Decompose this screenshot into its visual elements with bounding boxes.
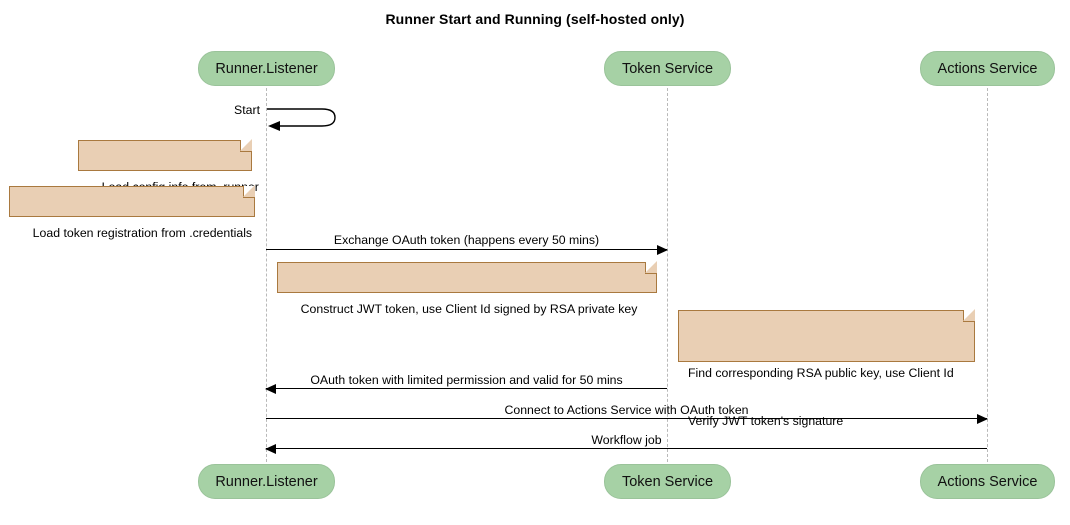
arrowhead-left-icon: [265, 384, 276, 394]
lifeline-runner: [266, 88, 267, 462]
lifeline-actions: [987, 88, 988, 462]
message-label-connect-actions-service: Connect to Actions Service with OAuth to…: [504, 403, 749, 417]
note-load-credentials: Load token registration from .credential…: [9, 185, 255, 240]
page-title: Runner Start and Running (self-hosted on…: [385, 11, 685, 27]
arrowhead-left-icon: [265, 444, 276, 454]
note-fold-icon: [243, 185, 255, 198]
message-label-start: Start: [234, 103, 260, 117]
participant-actions-service-top[interactable]: Actions Service: [920, 51, 1055, 86]
message-workflow-job: [265, 444, 987, 454]
note-verify-jwt: Find corresponding RSA public key, use C…: [678, 309, 975, 428]
note-text-line-2: Verify JWT token's signature: [688, 414, 844, 428]
participant-runner-listener-bottom[interactable]: Runner.Listener: [198, 464, 335, 499]
message-connect-actions-service: [266, 414, 988, 424]
note-fold-icon: [240, 139, 252, 152]
participant-actions-service-bottom[interactable]: Actions Service: [920, 464, 1055, 499]
message-exchange-oauth-token: [266, 245, 668, 255]
participant-label: Token Service: [621, 60, 714, 77]
lifeline-token: [667, 88, 668, 462]
participant-runner-listener-top[interactable]: Runner.Listener: [198, 51, 335, 86]
note-text: Load token registration from .credential…: [32, 226, 253, 240]
arrowhead-right-icon: [657, 245, 668, 255]
participant-token-service-top[interactable]: Token Service: [604, 51, 731, 86]
participant-label: Actions Service: [937, 473, 1038, 490]
participant-label: Runner.Listener: [215, 60, 318, 77]
message-label-oauth-token-return: OAuth token with limited permission and …: [310, 373, 623, 387]
arrowhead-right-icon: [977, 414, 988, 424]
participant-label: Token Service: [621, 473, 714, 490]
participant-label: Actions Service: [937, 60, 1038, 77]
participant-token-service-bottom[interactable]: Token Service: [604, 464, 731, 499]
message-label-exchange-oauth-token: Exchange OAuth token (happens every 50 m…: [333, 233, 600, 247]
note-load-config: Load config info from .runner: [78, 139, 259, 194]
message-label-workflow-job: Workflow job: [591, 433, 662, 447]
message-start-self-loop: [266, 104, 346, 139]
message-oauth-token-return: [265, 384, 667, 394]
note-fold-icon: [963, 309, 975, 322]
note-construct-jwt: Construct JWT token, use Client Id signe…: [277, 261, 657, 316]
note-text-line-1: Find corresponding RSA public key, use C…: [688, 366, 954, 380]
note-fold-icon: [645, 261, 657, 274]
note-text: Construct JWT token, use Client Id signe…: [300, 302, 638, 316]
participant-label: Runner.Listener: [215, 473, 318, 490]
